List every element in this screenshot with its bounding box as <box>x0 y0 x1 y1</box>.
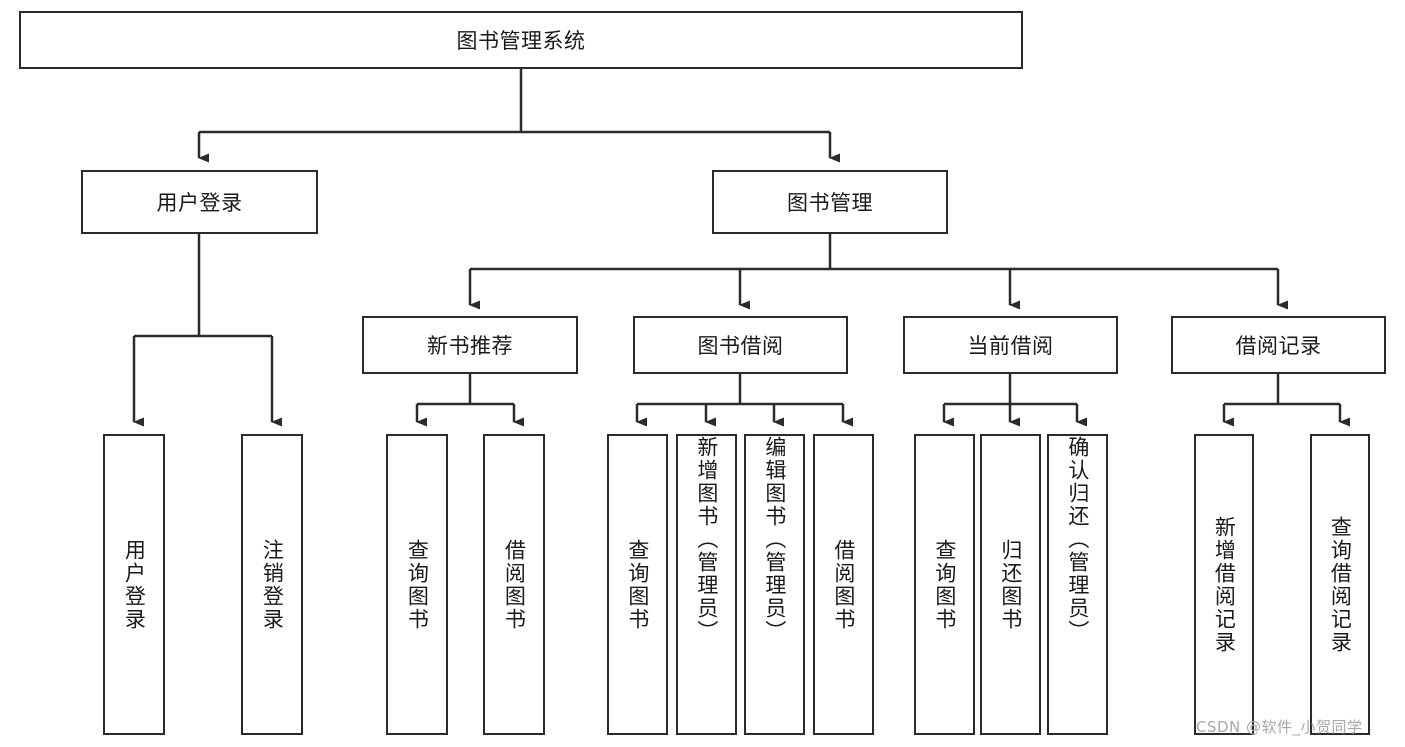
node-book-borrow[interactable]: 图书借阅 <box>633 316 848 374</box>
csdn-watermark: CSDN @软件_小贺同学 <box>1196 718 1363 736</box>
leaf-cb-confirm-return[interactable]: 确认归还（管理员） <box>1047 434 1108 735</box>
node-borrow-records[interactable]: 借阅记录 <box>1171 316 1386 374</box>
leaf-cb-query-book[interactable]: 查询图书 <box>914 434 975 735</box>
leaf-user-login[interactable]: 用户登录 <box>103 434 165 735</box>
leaf-cb-return-book[interactable]: 归还图书 <box>980 434 1041 735</box>
node-book-management-label: 图书管理 <box>787 191 873 215</box>
node-book-borrow-label: 图书借阅 <box>697 334 784 358</box>
leaf-nb-query-book[interactable]: 查询图书 <box>386 434 448 735</box>
leaf-bb-edit-book[interactable]: 编辑图书（管理员） <box>744 434 805 735</box>
leaf-logout-label: 注销登录 <box>260 538 285 631</box>
node-book-management[interactable]: 图书管理 <box>712 170 948 234</box>
node-current-borrow-label: 当前借阅 <box>967 334 1054 358</box>
leaf-bb-query-book-label: 查询图书 <box>625 538 650 631</box>
leaf-user-login-label: 用户登录 <box>122 538 147 631</box>
leaf-bb-add-book[interactable]: 新增图书（管理员） <box>676 434 737 735</box>
leaf-cb-return-book-label: 归还图书 <box>998 538 1023 631</box>
leaf-cb-confirm-return-label: 确认归还（管理员） <box>1065 436 1090 643</box>
leaf-nb-borrow-book-label: 借阅图书 <box>502 538 527 631</box>
leaf-br-query-record-label: 查询借阅记录 <box>1328 515 1353 654</box>
node-borrow-records-label: 借阅记录 <box>1235 334 1322 358</box>
leaf-logout[interactable]: 注销登录 <box>241 434 303 735</box>
leaf-bb-query-book[interactable]: 查询图书 <box>607 434 668 735</box>
node-root-label: 图书管理系统 <box>456 29 586 53</box>
leaf-bb-borrow-book-label: 借阅图书 <box>831 538 856 631</box>
node-new-book-recommend[interactable]: 新书推荐 <box>362 316 578 374</box>
leaf-br-query-record[interactable]: 查询借阅记录 <box>1310 434 1370 735</box>
leaf-bb-add-book-label: 新增图书（管理员） <box>694 436 719 643</box>
node-user-login[interactable]: 用户登录 <box>81 170 318 234</box>
leaf-br-add-record[interactable]: 新增借阅记录 <box>1194 434 1254 735</box>
leaf-br-add-record-label: 新增借阅记录 <box>1212 515 1237 654</box>
node-user-login-label: 用户登录 <box>156 191 243 215</box>
leaf-bb-edit-book-label: 编辑图书（管理员） <box>762 436 787 643</box>
leaf-bb-borrow-book[interactable]: 借阅图书 <box>813 434 874 735</box>
node-current-borrow[interactable]: 当前借阅 <box>903 316 1118 374</box>
leaf-nb-query-book-label: 查询图书 <box>405 538 430 631</box>
leaf-nb-borrow-book[interactable]: 借阅图书 <box>483 434 545 735</box>
node-root[interactable]: 图书管理系统 <box>19 11 1023 69</box>
node-new-book-recommend-label: 新书推荐 <box>427 334 513 358</box>
leaf-cb-query-book-label: 查询图书 <box>932 538 957 631</box>
